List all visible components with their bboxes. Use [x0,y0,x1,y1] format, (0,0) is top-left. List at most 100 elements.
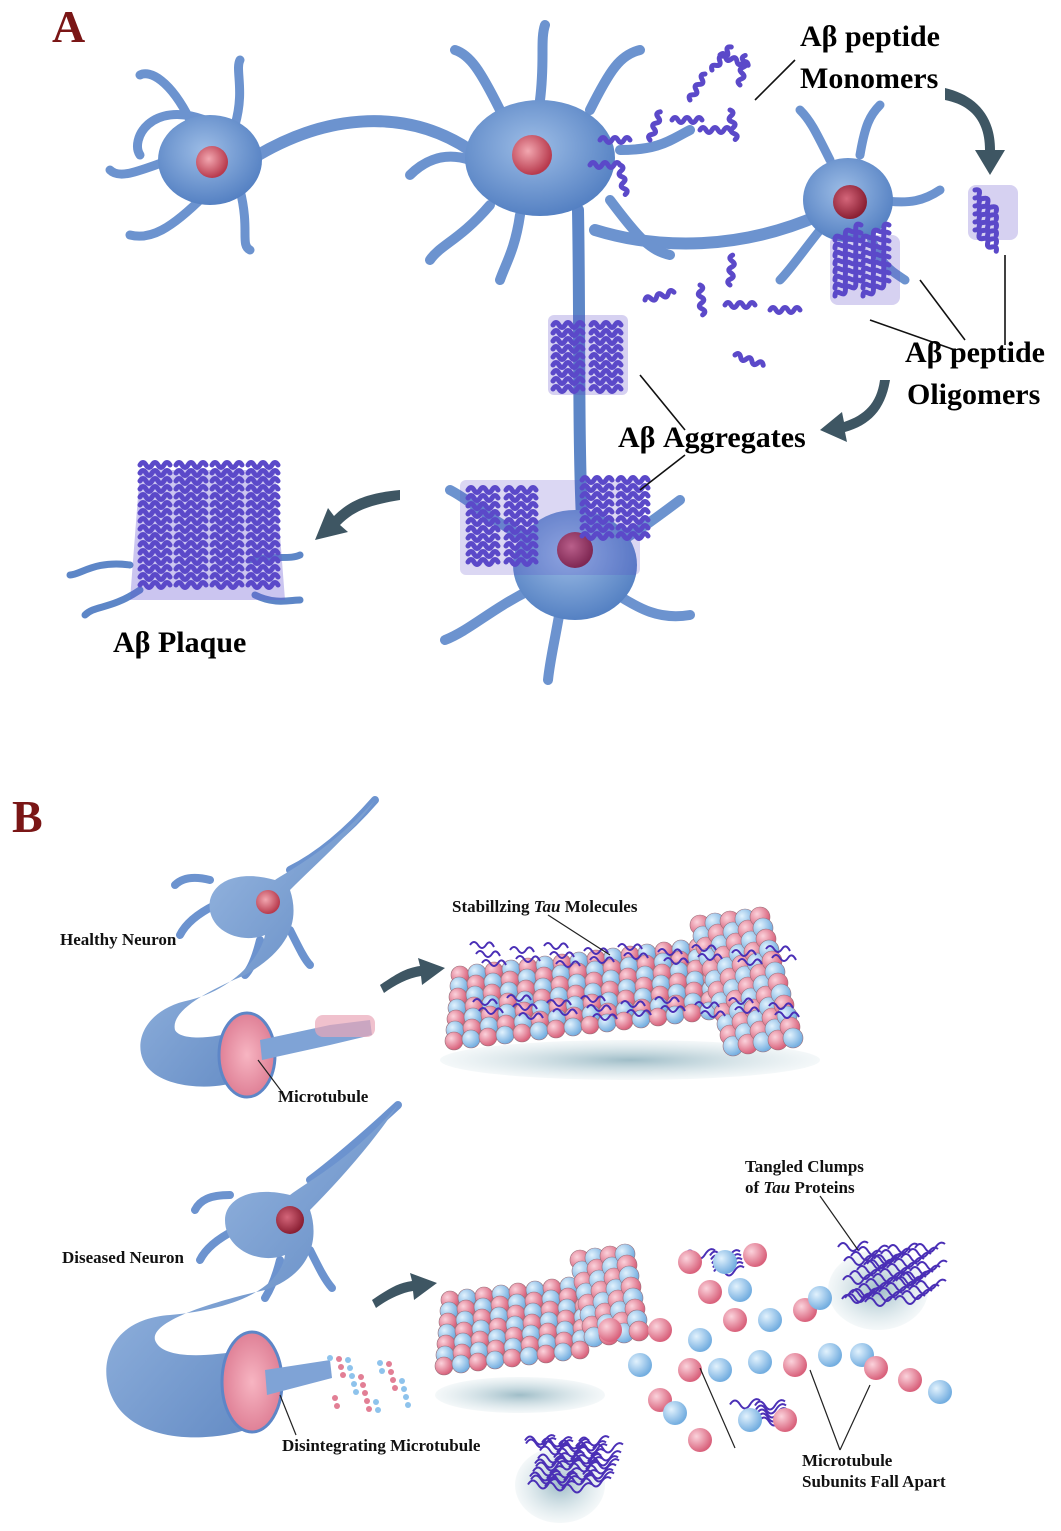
tubulin-subunit [462,1030,480,1048]
diseased-neuron [106,1105,398,1437]
fragment-particle [401,1386,407,1392]
monomer-peptide [725,303,755,308]
label-subunits-line1: Microtubule [802,1451,893,1470]
tubulin-subunit [615,1012,633,1030]
fragment-particle [332,1395,338,1401]
tubulin-subunit [537,1345,555,1363]
loose-subunit [808,1286,832,1310]
loose-subunit [678,1250,702,1274]
label-stabilizing-italic: Tau [534,897,561,916]
neuron-1 [110,60,262,250]
label-monomers-line2: Monomers [800,62,938,95]
tubulin-subunit [452,1355,470,1373]
fragment-particle [373,1399,379,1405]
panel-letter-b: B [12,791,43,842]
fragment-particle [366,1406,372,1412]
neuron-2 [410,25,690,280]
loose-subunit [818,1343,842,1367]
panel-letter-a: A [52,1,85,52]
tubulin-subunit [513,1024,531,1042]
fragment-particle [338,1364,344,1370]
healthy-microtubule [440,907,820,1080]
loose-subunit [663,1401,687,1425]
monomer-peptide [600,138,630,143]
panel-a-illustration [70,25,1018,680]
tubulin-subunit [520,1347,538,1365]
fragment-particle [351,1381,357,1387]
fragment-particle [390,1377,396,1383]
fragment-particle [375,1407,381,1413]
label-microtubule: Microtubule [278,1087,369,1106]
fragment-particle [379,1368,385,1374]
loose-subunit [598,1318,622,1342]
flow-arrows-a [315,88,1005,540]
monomer-peptide [698,285,706,315]
fragment-particle [345,1357,351,1363]
fragment-particle [388,1369,394,1375]
fragment-particle [353,1389,359,1395]
tubulin-subunit [554,1343,572,1361]
monomer-peptide [728,255,736,285]
label-stabilizing-tau: Stabillzing Tau Molecules [452,897,638,916]
aggregate-peptide [176,463,206,468]
monomer-peptide [728,110,738,140]
monomer-peptide [618,165,628,195]
tubulin-subunit [435,1357,453,1375]
fragment-particle [362,1390,368,1396]
fragment-particle [392,1385,398,1391]
loose-subunit [688,1428,712,1452]
aggregate-peptide [248,463,278,468]
flow-arrows-b [372,958,445,1308]
monomer-peptide [648,111,663,141]
fragment-particle [405,1402,411,1408]
fragment-particle [360,1382,366,1388]
fragment-particle [336,1356,342,1362]
loose-subunit [678,1358,702,1382]
tau-molecule [476,951,500,957]
loose-subunit [738,1408,762,1432]
fragment-particle [327,1355,333,1361]
loose-subunit [743,1243,767,1267]
fragment-particle [347,1365,353,1371]
label-tangled-line2: of Tau Proteins [745,1178,855,1197]
loose-subunit [688,1328,712,1352]
loose-subunit [628,1353,652,1377]
tubulin-subunit [486,1351,504,1369]
tubulin-subunit [783,1028,803,1048]
tubulin-subunit [479,1028,497,1046]
tubulin-subunit [496,1026,514,1044]
monomer-peptide [700,128,730,133]
tubulin-subunit [581,1016,599,1034]
label-monomers-line1: Aβ peptide [800,20,940,53]
label-disintegrating: Disintegrating Microtubule [282,1436,481,1455]
aggregate-peptide [212,463,242,468]
loose-subunit [698,1280,722,1304]
label-stabilizing-prefix: Stabillzing [452,897,534,916]
label-stabilizing-suffix: Molecules [561,897,638,916]
label-oligomers-line2: Oligomers [907,378,1040,411]
label-aggregates: Aβ Aggregates [618,421,806,454]
loose-subunit [713,1250,737,1274]
fragment-particle [340,1372,346,1378]
fragment-particle [377,1360,383,1366]
monomer-peptide [770,308,800,313]
fragment-particle [334,1403,340,1409]
loose-subunit [648,1318,672,1342]
monomer-peptide [688,73,707,101]
label-subunits-line2: Subunits Fall Apart [802,1472,946,1491]
loose-subunit [928,1380,952,1404]
monomer-peptide [644,290,674,303]
loose-subunit [758,1308,782,1332]
fragment-particle [403,1394,409,1400]
monomer-peptide [734,353,764,368]
tau-molecule [544,943,568,949]
label-oligomers-line1: Aβ peptide [905,336,1045,369]
loose-subunit [748,1350,772,1374]
tubulin-subunit [564,1018,582,1036]
fragment-particle [349,1373,355,1379]
loose-subunit [783,1353,807,1377]
tubulin-subunit [547,1020,565,1038]
tau-molecule [510,947,534,953]
loose-subunit [898,1368,922,1392]
